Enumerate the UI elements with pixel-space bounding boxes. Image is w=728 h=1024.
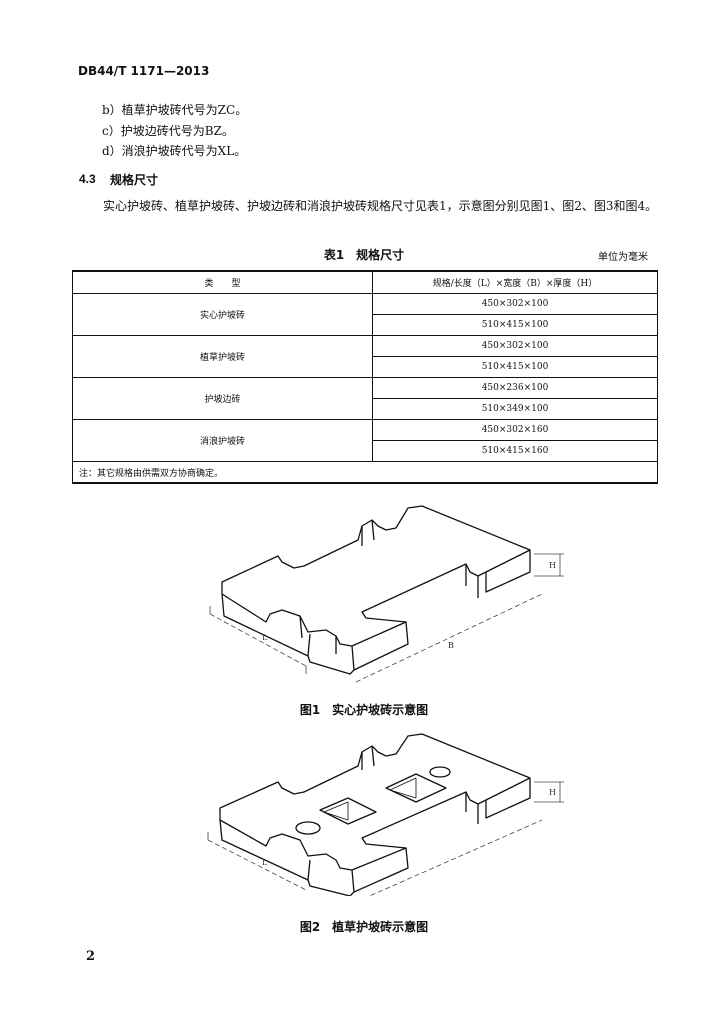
table-header-row: 类 型 规格/长度（L）×宽度（B）×厚度（H） <box>72 270 658 294</box>
section-number: 4.3 <box>79 172 96 186</box>
list-item: b）植草护坡砖代号为ZC。 <box>102 103 248 117</box>
dimension-label-b: B <box>448 641 454 650</box>
dimension-label-h: H <box>549 561 556 570</box>
table-cell-spec: 450×302×100 <box>372 293 658 315</box>
table-cell-spec: 510×415×100 <box>372 356 658 378</box>
table-cell-type: 消浪护坡砖 <box>72 419 373 462</box>
table-row: 消浪护坡砖 450×302×160 <box>72 419 658 462</box>
spec-table: 类 型 规格/长度（L）×宽度（B）×厚度（H） 实心护坡砖 450×302×1… <box>72 270 658 484</box>
table-row: 510×415×160 <box>73 440 658 462</box>
figure-1-caption: 图1 实心护坡砖示意图 <box>299 703 429 717</box>
list-item: c）护坡边砖代号为BZ。 <box>102 124 234 138</box>
list-item: d）消浪护坡砖代号为XL。 <box>102 144 247 158</box>
table-cell-spec: 510×349×100 <box>372 398 658 420</box>
figure-2-diagram: H L <box>207 733 564 896</box>
table-note-row: 注：其它规格由供需双方协商确定。 <box>72 461 658 484</box>
figure-1-diagram: H L B <box>209 505 564 683</box>
table-note: 注：其它规格由供需双方协商确定。 <box>72 461 658 484</box>
table-cell-spec: 510×415×160 <box>372 440 658 462</box>
table-caption: 表1 规格尺寸 <box>323 248 405 262</box>
figure-2-caption: 图2 植草护坡砖示意图 <box>299 920 429 934</box>
table-cell-spec: 510×415×100 <box>372 314 658 336</box>
table-row: 护坡边砖 450×236×100 <box>72 377 658 420</box>
table-header-type: 类 型 <box>72 270 373 294</box>
table-cell-type: 实心护坡砖 <box>72 293 373 336</box>
table-row: 实心护坡砖 450×302×100 <box>72 293 658 336</box>
table-row: 植草护坡砖 450×302×100 <box>72 335 658 378</box>
table-cell-type: 护坡边砖 <box>72 377 373 420</box>
body-paragraph: 实心护坡砖、植草护坡砖、护坡边砖和消浪护坡砖规格尺寸见表1，示意图分别见图1、图… <box>103 199 658 213</box>
dimension-label-l: L <box>262 633 268 642</box>
table-unit: 单位为毫米 <box>598 252 648 263</box>
page-number: 2 <box>86 949 96 964</box>
table-cell-type: 植草护坡砖 <box>72 335 373 378</box>
document-header: DB44/T 1171—2013 <box>78 64 210 78</box>
table-cell-spec: 450×236×100 <box>372 377 658 399</box>
table-header-spec: 规格/长度（L）×宽度（B）×厚度（H） <box>372 270 658 294</box>
table-cell-spec: 450×302×100 <box>372 335 658 357</box>
dimension-label-l: L <box>262 858 268 867</box>
section-title: 规格尺寸 <box>110 173 159 187</box>
dimension-label-h: H <box>549 788 556 797</box>
table-cell-spec: 450×302×160 <box>372 419 658 441</box>
